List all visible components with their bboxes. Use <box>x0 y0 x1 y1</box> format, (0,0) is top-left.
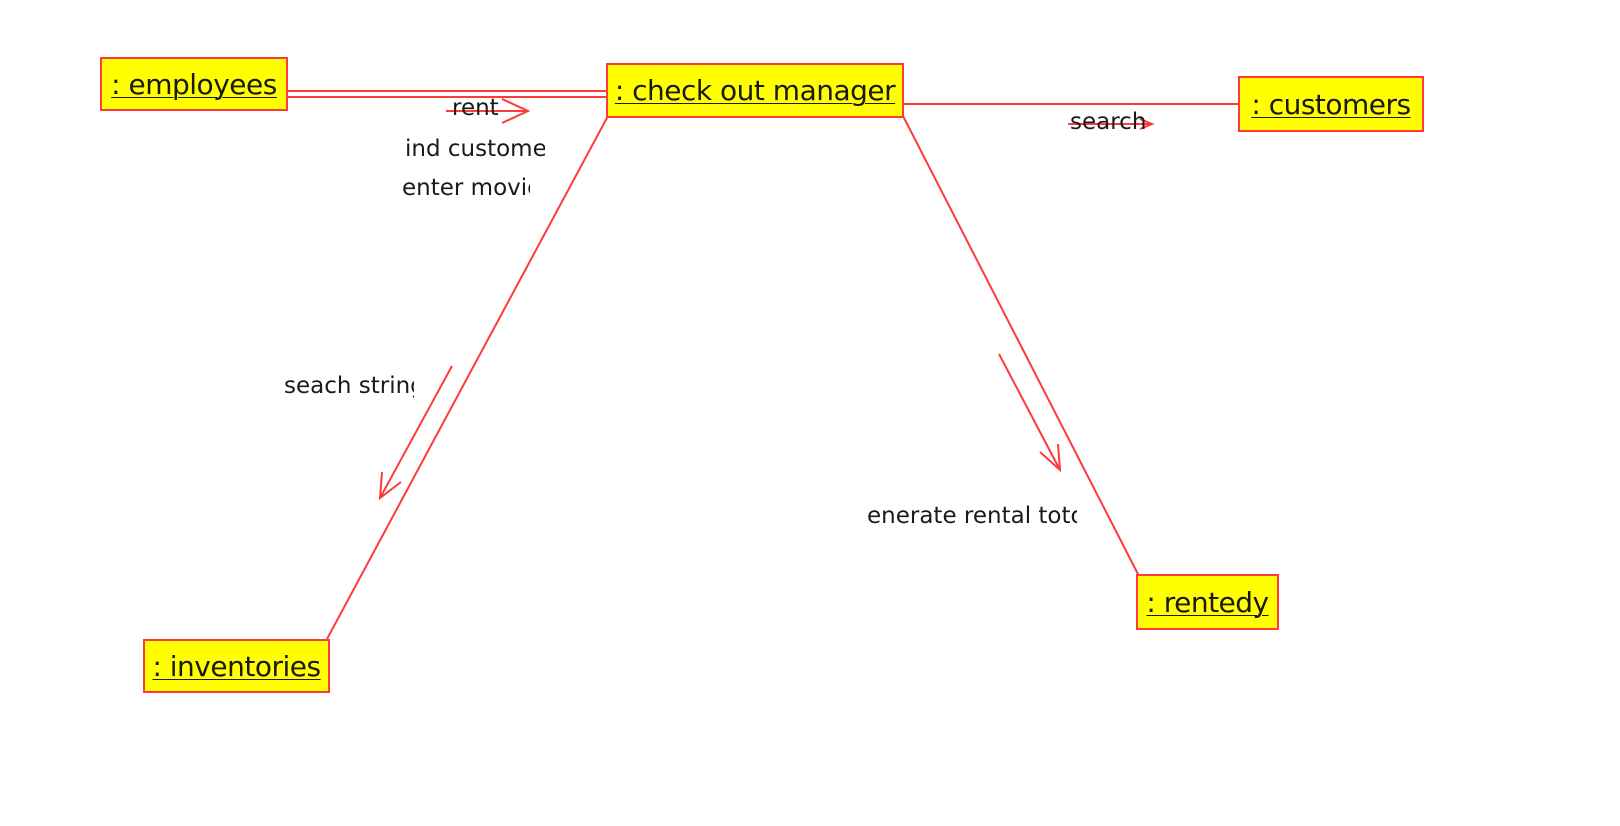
message-label-search-string: seach string <box>284 375 414 398</box>
message-label-find-customer: ind custome <box>405 138 545 161</box>
message-arrow-search <box>1068 118 1155 130</box>
message-arrow-search-string <box>378 365 453 501</box>
object-check-out-manager[interactable]: : check out manager <box>606 63 904 118</box>
message-arrow-generate-rental-total <box>998 353 1062 473</box>
link-manager-inventories <box>326 115 609 640</box>
message-label-enter-movie: enter movie <box>402 177 530 200</box>
message-arrow-rent <box>446 98 531 124</box>
link-manager-rentedy <box>901 113 1141 579</box>
message-label-generate-rental-total: enerate rental toto <box>867 505 1077 528</box>
object-inventories[interactable]: : inventories <box>143 639 330 693</box>
message-label-rent: rent <box>452 97 499 120</box>
object-employees[interactable]: : employees <box>100 57 288 111</box>
message-label-search: search <box>1070 111 1147 134</box>
object-customers[interactable]: : customers <box>1238 76 1424 132</box>
object-rentedy[interactable]: : rentedy <box>1136 574 1279 630</box>
